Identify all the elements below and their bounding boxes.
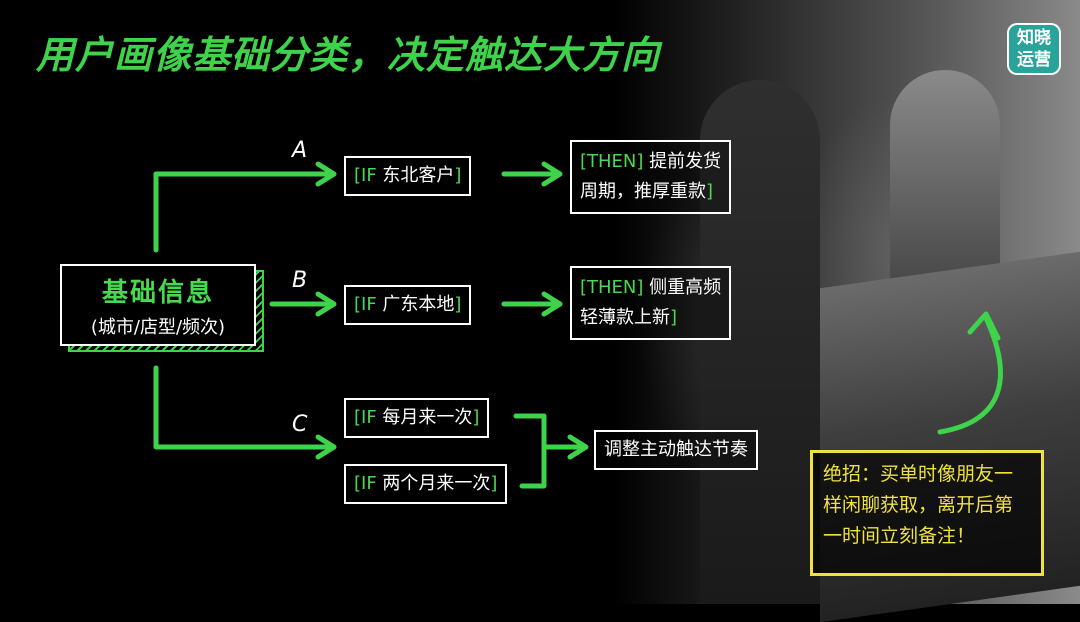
source-box: 基础信息 (城市/店型/频次) [60, 264, 256, 346]
arrowhead-a-result [541, 161, 563, 187]
source-subtitle: (城市/店型/频次) [90, 317, 226, 338]
if-tag: [IF [354, 165, 377, 186]
if-tag: [IF [354, 407, 377, 428]
callout-line-3: 一时间立刻备注！ [823, 525, 976, 547]
photo-customer-silhouette [700, 80, 820, 604]
result-line-1: 提前发货 [643, 151, 722, 172]
branch-label-c: C [292, 412, 308, 437]
callout-line-2: 样闲聊获取，离开后第 [823, 494, 1014, 516]
result-box-c: 调整主动触达节奏 [594, 430, 758, 470]
result-box-b: [THEN] 侧重高频 轻薄款上新] [570, 266, 732, 340]
condition-text: 每月来一次 [376, 407, 473, 428]
flow-connectors [153, 161, 1003, 489]
if-tag: [IF [354, 294, 377, 315]
result-line-1: 侧重高频 [643, 277, 722, 298]
if-close: ] [490, 473, 498, 494]
condition-text: 两个月来一次 [376, 473, 491, 494]
result-box-a: [THEN] 提前发货 周期，推厚重款] [570, 140, 732, 214]
branch-label-b: B [292, 268, 308, 293]
condition-box-c2: [IF 两个月来一次] [344, 464, 508, 504]
brand-logo: 知晓 运营 [1007, 23, 1061, 75]
arrowhead-c-result [567, 434, 589, 460]
connector-c-merge [513, 413, 585, 489]
branch-label-a: A [292, 138, 308, 163]
arrowhead-b-cond [315, 291, 337, 317]
condition-text: 东北客户 [376, 165, 455, 186]
connector-source-to-a [153, 171, 335, 253]
result-line-2: 轻薄款上新 [580, 307, 670, 328]
then-tag: [THEN] [580, 151, 644, 172]
callout-line-1: 绝招：买单时像朋友一 [823, 463, 1014, 485]
connector-source-to-c [153, 365, 335, 450]
arrowhead-c-cond [315, 434, 337, 460]
source-title: 基础信息 [101, 278, 214, 308]
if-close: ] [472, 407, 480, 428]
tip-callout: 绝招：买单时像朋友一 样闲聊获取，离开后第 一时间立刻备注！ [810, 450, 1044, 576]
condition-box-c1: [IF 每月来一次] [344, 398, 490, 438]
if-close: ] [454, 165, 462, 186]
arrowhead-b-result [541, 291, 563, 317]
condition-text: 广东本地 [376, 294, 455, 315]
then-close: ] [706, 181, 714, 202]
result-text: 调整主动触达节奏 [604, 439, 748, 460]
callout-arrowhead [967, 311, 1001, 341]
if-tag: [IF [354, 473, 377, 494]
arrowhead-a-cond [315, 161, 337, 187]
result-line-2: 周期，推厚重款 [580, 181, 706, 202]
slide: 用户画像基础分类，决定触达大方向 知晓 运营 A B C 基础信息 (城市/店型… [36, 0, 1080, 622]
logo-line-2: 运营 [1017, 50, 1051, 70]
callout-arrow [937, 315, 1003, 435]
logo-line-1: 知晓 [1017, 28, 1051, 48]
then-tag: [THEN] [580, 277, 644, 298]
condition-box-b: [IF 广东本地] [344, 285, 472, 325]
then-close: ] [670, 307, 678, 328]
condition-box-a: [IF 东北客户] [344, 156, 472, 196]
if-close: ] [454, 294, 462, 315]
slide-title: 用户画像基础分类，决定触达大方向 [36, 33, 661, 77]
